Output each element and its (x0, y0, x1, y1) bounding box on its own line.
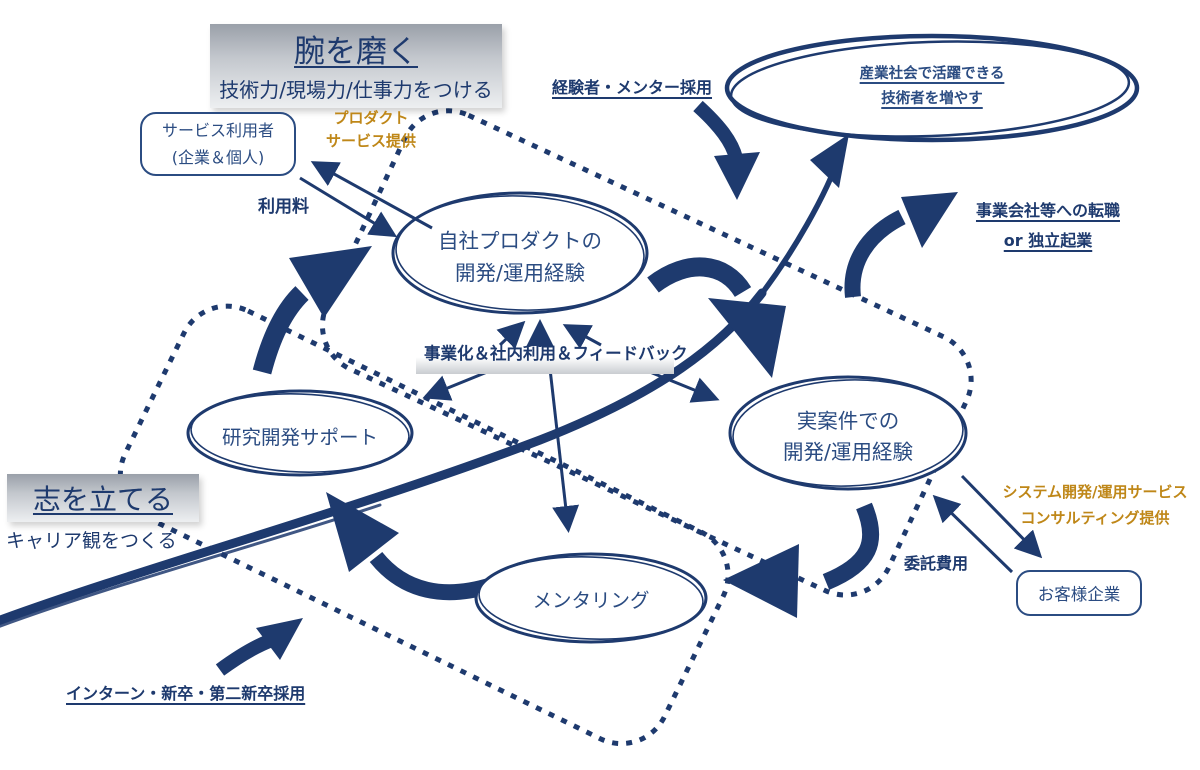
career-change-label: 事業会社等への転職 or 独立起業 (962, 196, 1134, 255)
dashed-boundary-lower (117, 303, 731, 747)
skill-phase-box: 腕を磨く 技術力/現場力/仕事力をつける (210, 24, 502, 108)
own-product-text: 自社プロダクトの 開発/運用経験 (398, 226, 642, 290)
arrow-to-own-product (252, 246, 372, 375)
experienced-recruiting-label: 経験者・メンター採用 (552, 78, 713, 97)
arrow-feedback-right (562, 324, 602, 349)
feedback-highlight-bar (416, 357, 674, 374)
arrow-to-mentoring (547, 359, 580, 533)
real-project-ellipse (728, 375, 968, 491)
flow-arrows (215, 100, 958, 676)
career-change-line2: or 独立起業 (1003, 230, 1093, 250)
consulting-label: システム開発/運用サービス コンサルティング提供 (1000, 480, 1190, 531)
service-user-line2: (企業＆個人) (171, 148, 265, 167)
arrow-outsourcing-fee (932, 494, 1014, 574)
arrow-feedback-left (496, 320, 526, 350)
arrow-usage-fee (299, 176, 398, 238)
arrow-own-product-to-real-project (647, 257, 786, 378)
arrow-service-to-customer (960, 474, 1043, 559)
feedback-label: 事業化＆社内利用＆フィードバック (424, 344, 688, 363)
growth-swoosh-arrow (0, 134, 849, 628)
mentoring-text: メンタリング (532, 589, 650, 612)
consulting-line2: コンサルティング提供 (1020, 508, 1170, 527)
own-product-ellipse (391, 191, 649, 315)
customer-box: お客様企業 (1016, 570, 1142, 616)
arrow-mentoring-to-rnd (326, 492, 495, 601)
skill-phase-title: 腕を磨く (294, 34, 418, 70)
arrow-mentor-recruiting-entry (693, 100, 760, 200)
own-product-line2: 開発/運用経験 (455, 260, 585, 285)
arrow-to-career-change (844, 192, 958, 298)
service-user-line1: サービス利用者 (161, 120, 274, 140)
outsourcing-fee-label: 委託費用 (904, 554, 969, 573)
intern-recruiting-label: インターン・新卒・第二新卒採用 (66, 684, 306, 703)
rnd-support-text: 研究開発サポート (221, 426, 378, 449)
mentoring-ellipse (474, 552, 708, 644)
dashed-boundary-upper (319, 108, 974, 598)
product-service-line2: サービス提供 (325, 131, 416, 150)
service-user-box: サービス利用者 (企業＆個人) (140, 112, 296, 176)
usage-fee-label: 利用料 (258, 197, 309, 217)
aspiration-phase-subtitle: キャリア観をつくる (6, 530, 177, 552)
real-project-line1: 実案件での (796, 409, 900, 433)
aspiration-phase-box: 志を立てる (7, 474, 199, 522)
real-project-text: 実案件での 開発/運用経験 (736, 406, 960, 468)
arrow-real-project-to-mentoring (723, 502, 880, 618)
product-service-label: プロダクト サービス提供 (298, 107, 444, 152)
skill-phase-subtitle: 技術力/現場力/仕事力をつける (219, 78, 493, 102)
career-change-line1: 事業会社等への転職 (975, 201, 1120, 220)
own-product-line1: 自社プロダクトの (438, 229, 602, 253)
goal-line2: 技術者を増やす (881, 91, 983, 108)
rnd-support-ellipse (186, 389, 414, 477)
aspiration-phase-title: 志を立てる (32, 483, 173, 516)
goal-ellipse (724, 33, 1140, 143)
product-service-line1: プロダクト (333, 109, 409, 127)
real-project-line2: 開発/運用経験 (783, 439, 913, 464)
arrow-intern-entry (215, 618, 303, 676)
goal-line1: 産業社会で活躍できる (859, 66, 1005, 82)
customer-label: お客様企業 (1037, 585, 1121, 604)
consulting-line1: システム開発/運用サービス (1002, 483, 1188, 501)
node-ellipses (186, 33, 1140, 644)
arrow-product-to-user (310, 161, 433, 230)
goal-text: 産業社会で活躍できる 技術者を増やす (807, 62, 1057, 113)
